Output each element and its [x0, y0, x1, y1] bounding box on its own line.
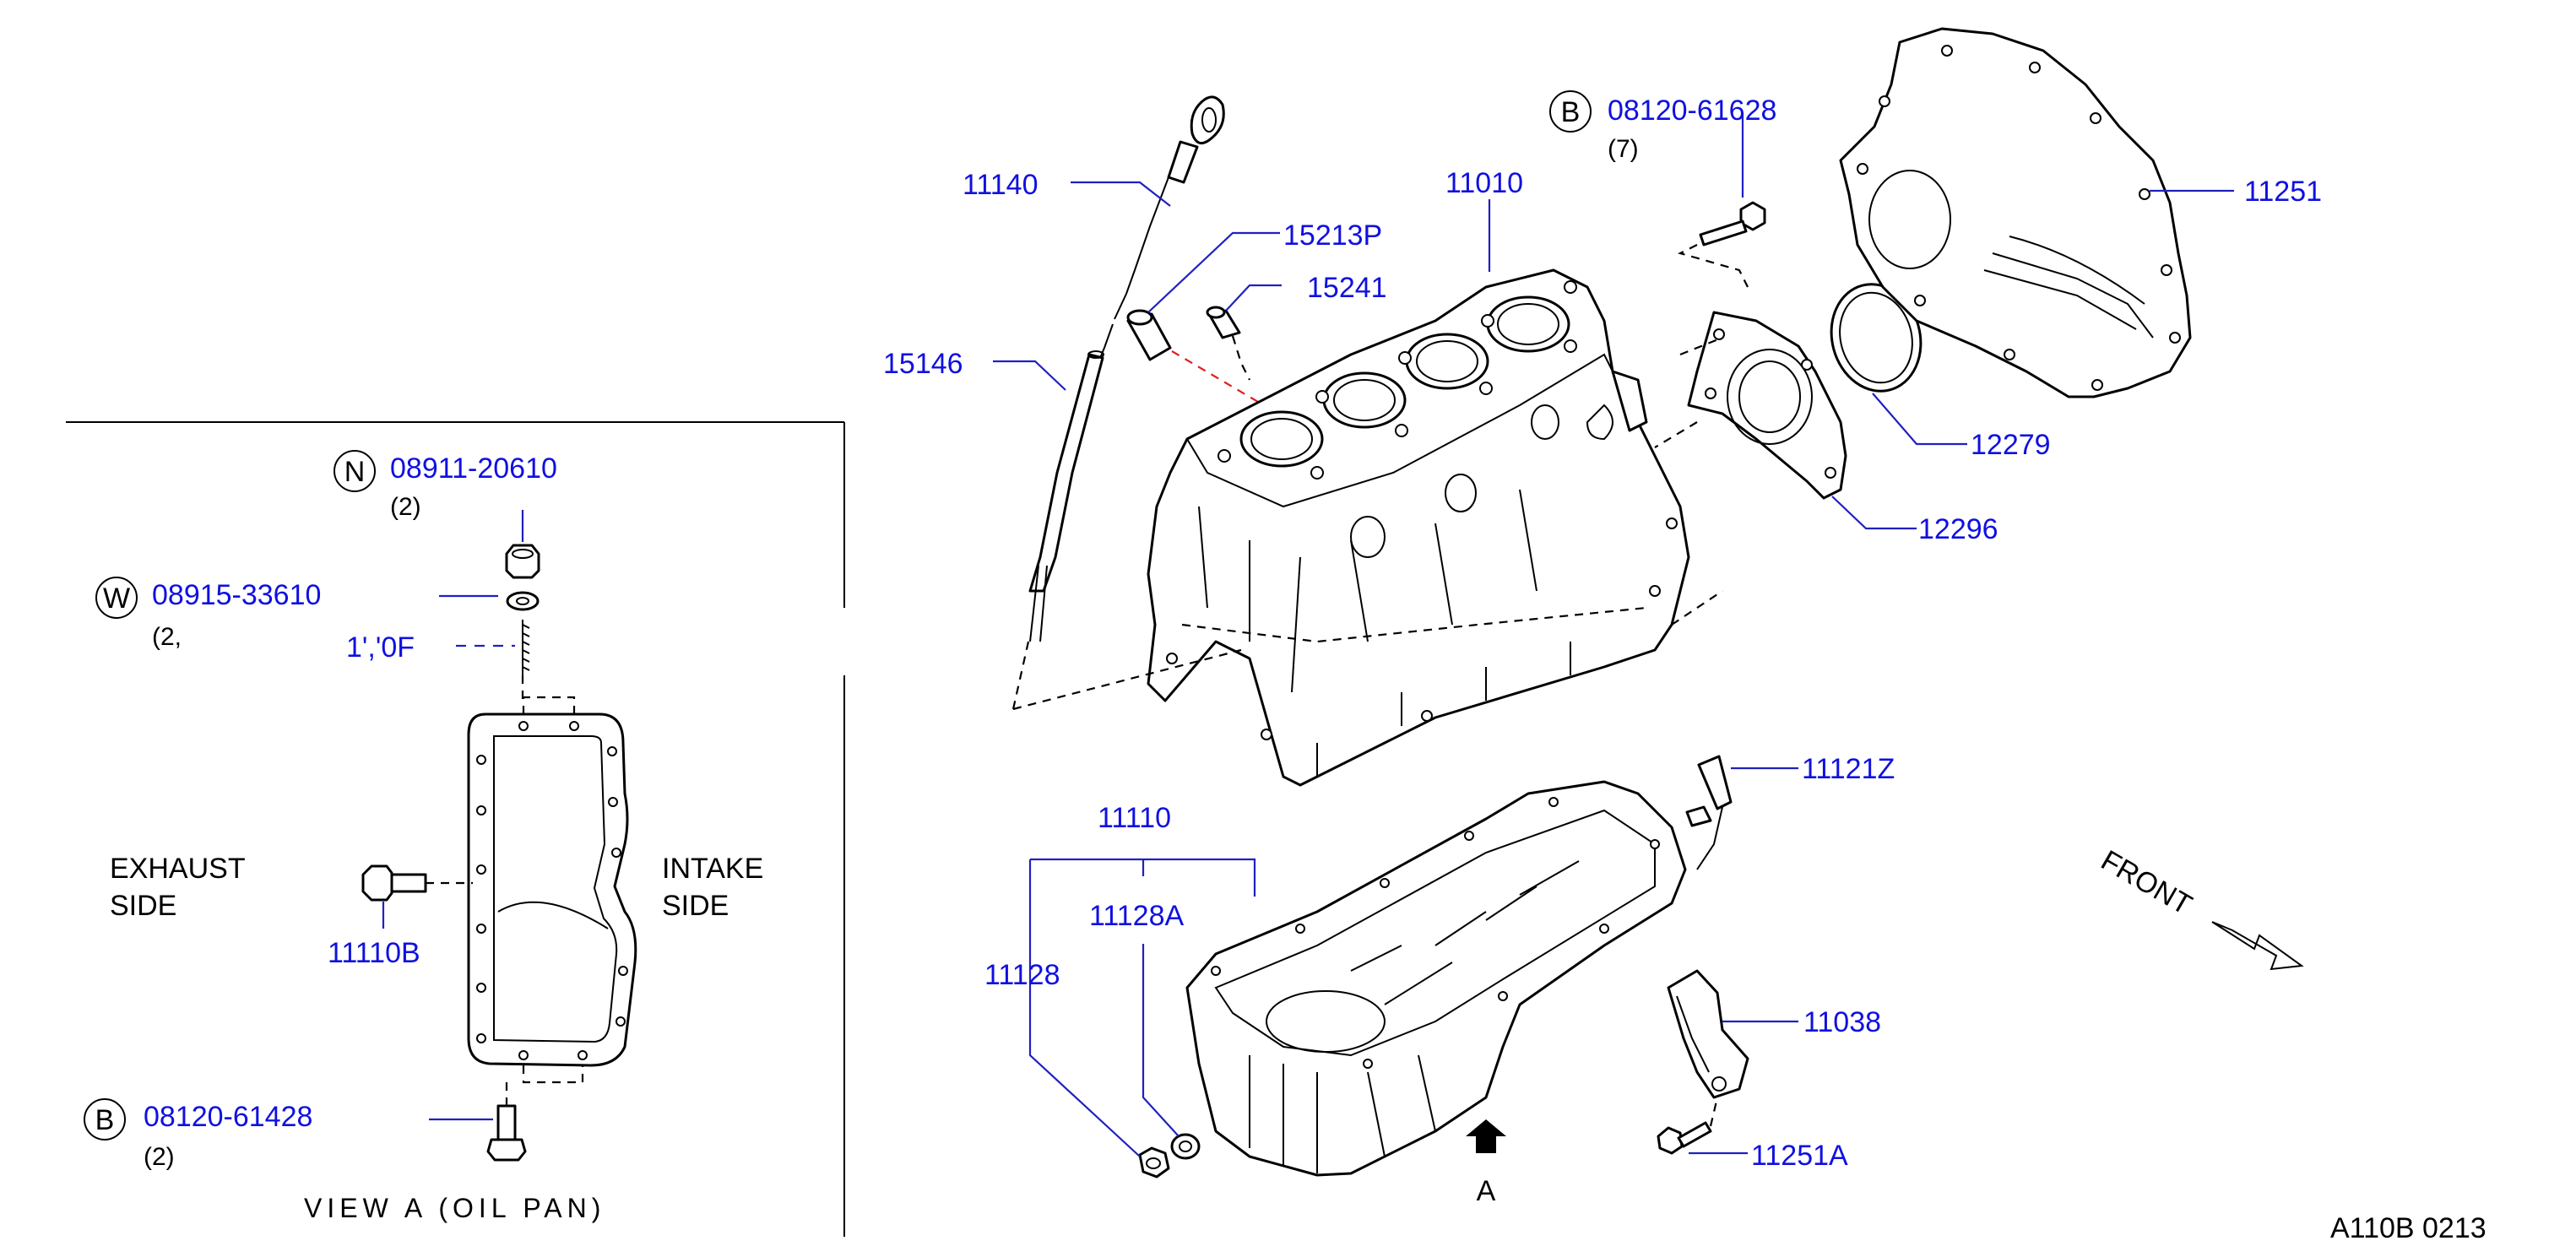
intake-side-label: INTAKE	[662, 853, 763, 885]
inset-leaders	[382, 510, 524, 1121]
washer-letter-badge: W	[103, 582, 130, 615]
part-label-11140[interactable]: 11140	[963, 169, 1039, 201]
bracket-icon	[1667, 969, 1749, 1099]
diagram-code: A110B 0213	[2330, 1212, 2487, 1244]
inset-nut-icon	[505, 544, 540, 579]
intake-side-label-2: SIDE	[662, 890, 729, 922]
front-arrow-icon	[2211, 921, 2304, 971]
part-label-11110f[interactable]: 1','0F	[346, 631, 415, 664]
part-label-11128[interactable]: 11128	[984, 959, 1060, 991]
inset-bolt-11110b-icon	[361, 864, 473, 902]
bolt-bottom-letter-badge: B	[95, 1104, 115, 1136]
inset-frame	[66, 421, 845, 1237]
part-label-11110[interactable]: 11110	[1098, 802, 1171, 834]
plug-15213p-icon	[1126, 309, 1259, 403]
plug-15241-icon	[1206, 306, 1250, 381]
nut-letter-badge: N	[344, 456, 366, 488]
bolt-top-qty: (7)	[1608, 135, 1639, 163]
exhaust-side-label: EXHAUST	[110, 853, 246, 885]
part-label-12279[interactable]: 12279	[1971, 429, 2051, 461]
oil-pan-icon	[1185, 780, 1687, 1177]
view-a-caption: VIEW A (OIL PAN)	[304, 1193, 605, 1223]
inset-bolt-bottom-icon	[486, 1082, 527, 1162]
nut-part-number[interactable]: 08911-20610	[390, 452, 557, 485]
callout-bolt-b-bottom[interactable]: B 08120-61428 (2)	[84, 1098, 312, 1171]
view-a-arrow-icon	[1466, 1119, 1506, 1153]
part-label-11251[interactable]: 11251	[2244, 176, 2322, 208]
bolt-11251a-icon	[1657, 1097, 1719, 1155]
exhaust-side-label-2: SIDE	[110, 890, 176, 922]
part-label-15146[interactable]: 15146	[883, 348, 963, 380]
drain-washer-icon	[1170, 1133, 1201, 1160]
part-label-11121z[interactable]: 11121Z	[1802, 753, 1895, 785]
washer-part-number[interactable]: 08915-33610	[152, 579, 321, 611]
callout-nut-n[interactable]: N 08911-20610 (2)	[334, 450, 557, 521]
part-label-11038[interactable]: 11038	[1803, 1006, 1881, 1038]
bolt-top-icon	[1677, 201, 1766, 288]
callout-washer-w[interactable]: W 08915-33610 (2,	[95, 577, 321, 651]
cylinder-block-icon	[1012, 268, 1723, 787]
bolt-top-part-number[interactable]: 08120-61628	[1608, 95, 1776, 127]
part-label-11110b[interactable]: 11110B	[328, 937, 420, 969]
bolt-bottom-qty: (2)	[144, 1143, 175, 1171]
callout-bolt-b-top[interactable]: B 08120-61628 (7)	[1549, 90, 1776, 163]
front-direction-label: FRONT	[2096, 844, 2197, 921]
inset-washer-icon	[506, 591, 540, 611]
rear-plate-icon	[1839, 27, 2192, 398]
part-label-11251a[interactable]: 11251A	[1751, 1140, 1848, 1172]
drain-plug-icon	[1138, 1146, 1170, 1178]
bolt-top-letter-badge: B	[1561, 96, 1581, 128]
dipstick-guide-icon	[1011, 350, 1104, 710]
part-label-11128a[interactable]: 11128A	[1089, 900, 1184, 932]
inset-oil-pan-gasket	[467, 696, 637, 1084]
washer-qty: (2,	[152, 623, 182, 651]
part-label-11010[interactable]: 11010	[1445, 167, 1523, 199]
part-label-15241[interactable]: 15241	[1307, 272, 1387, 304]
bolt-bottom-part-number[interactable]: 08120-61428	[144, 1101, 312, 1133]
main-leaders	[993, 113, 2234, 1157]
dipstick-icon	[1095, 95, 1225, 369]
part-label-15213p[interactable]: 15213P	[1283, 219, 1382, 252]
nut-qty: (2)	[390, 493, 421, 521]
inset-stud-icon	[521, 620, 530, 701]
view-a-marker: A	[1477, 1175, 1496, 1207]
seal-retainer-icon	[1654, 311, 1847, 500]
oil-level-sensor-icon	[1685, 755, 1733, 870]
part-label-12296[interactable]: 12296	[1918, 513, 1998, 545]
oil-seal-icon	[1830, 283, 1923, 393]
